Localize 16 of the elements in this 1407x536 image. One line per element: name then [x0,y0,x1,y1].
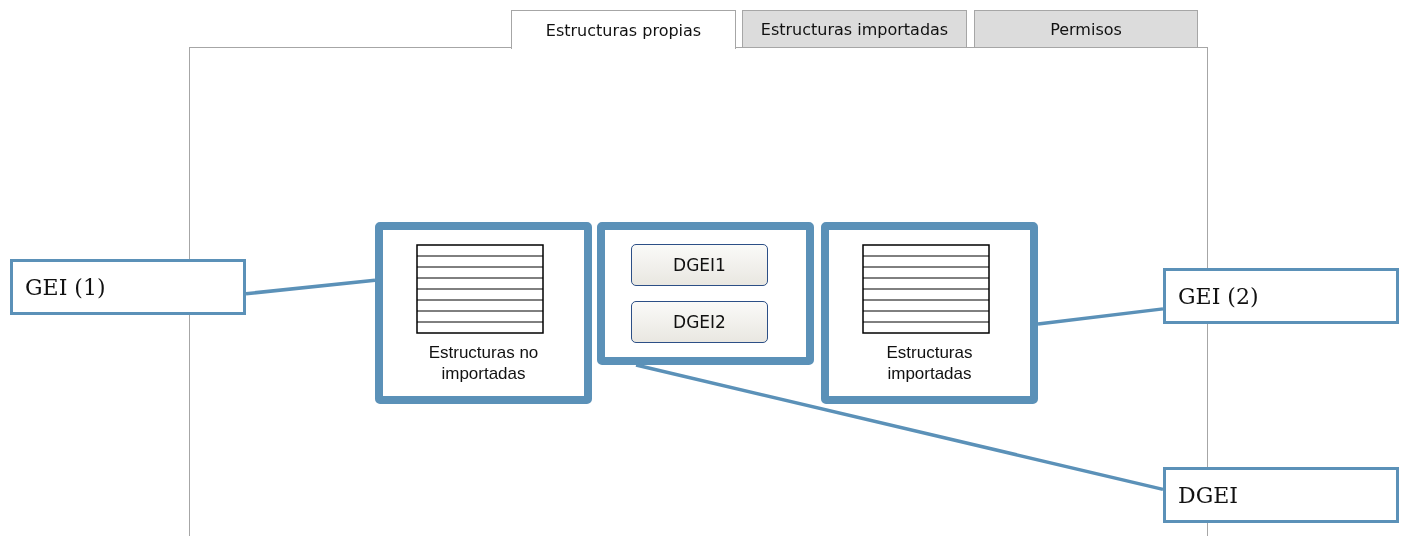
leader-line [1037,307,1164,326]
button: DGEI2 [631,301,768,343]
group-box [821,222,1038,404]
callout-box: GEI (1) [10,259,246,315]
leader-line [245,278,376,296]
box-caption: Estructuras no importadas [427,342,540,384]
box-caption: Estructuras importadas [885,342,974,384]
group-box [375,222,592,404]
button-group-box [597,222,814,365]
tab: Estructuras propias [511,10,736,49]
tab: Estructuras importadas [742,10,967,48]
callout-box: GEI (2) [1163,268,1399,324]
callout-box: DGEI [1163,467,1399,523]
tab: Permisos [974,10,1198,48]
leader-line [635,363,1164,492]
button: DGEI1 [631,244,768,286]
